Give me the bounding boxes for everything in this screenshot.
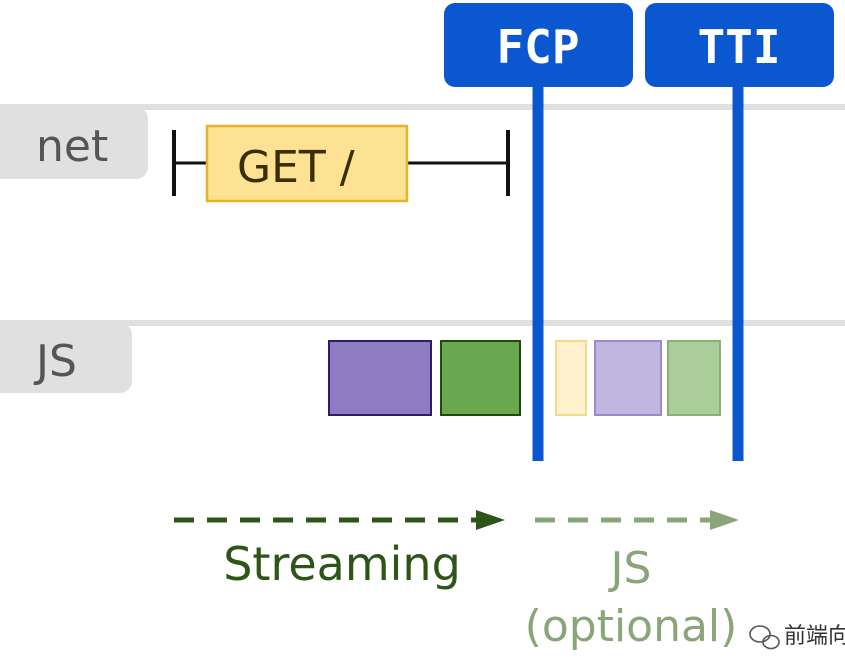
tti-label: TTI xyxy=(697,20,780,74)
js-lane-tab xyxy=(0,323,132,393)
js-lane-label: JS xyxy=(33,336,77,387)
js-block-purple xyxy=(328,340,432,416)
tti-badge xyxy=(645,3,834,87)
js-block-light-purple xyxy=(594,340,662,416)
js-optional-arrowhead xyxy=(710,510,739,530)
js-optional-label-line2: (optional) xyxy=(525,601,738,652)
net-lane-label: net xyxy=(36,121,108,172)
fcp-label: FCP xyxy=(496,20,579,74)
fcp-badge xyxy=(444,3,633,87)
streaming-arrowhead xyxy=(476,510,505,530)
watermark-text: 前端向 xyxy=(784,624,845,649)
get-request-box xyxy=(205,124,409,203)
js-block-light-yellow xyxy=(555,340,587,416)
js-block-light-green xyxy=(667,340,721,416)
get-request-label: GET / xyxy=(237,142,355,193)
js-block-green xyxy=(440,340,521,416)
wechat-icon xyxy=(749,625,780,650)
wechat-watermark: 前端向 xyxy=(749,624,845,650)
streaming-label: Streaming xyxy=(223,537,461,591)
js-optional-label-line1: JS xyxy=(608,543,652,594)
net-lane-tab xyxy=(0,107,148,179)
